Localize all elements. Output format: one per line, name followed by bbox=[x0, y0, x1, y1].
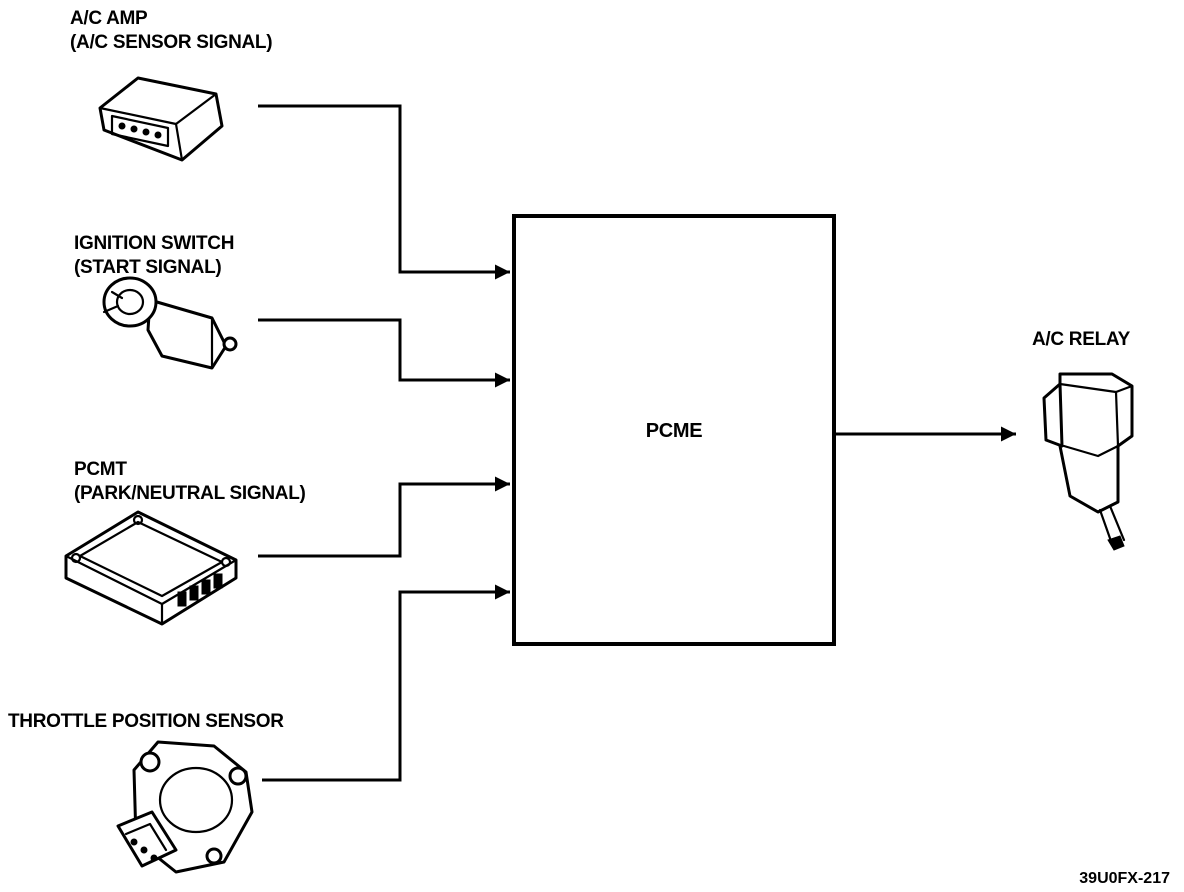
ac-amp-module-icon bbox=[98, 76, 224, 162]
pcmt-title: PCMT bbox=[74, 459, 127, 480]
figure-id: 39U0FX-217 bbox=[1079, 870, 1170, 887]
throttle-sensor-signal-wire bbox=[262, 584, 510, 782]
throttle-position-sensor-title: THROTTLE POSITION SENSOR bbox=[8, 711, 284, 732]
pcme-label: PCME bbox=[645, 420, 703, 442]
ignition-switch-signal-wire bbox=[258, 318, 510, 388]
ignition-switch-icon bbox=[102, 276, 238, 370]
pcmt-signal: (PARK/NEUTRAL SIGNAL) bbox=[74, 483, 306, 504]
ac-relay-title: A/C RELAY bbox=[1032, 329, 1130, 350]
ac-amp-signal-wire bbox=[258, 104, 510, 280]
pcmt-label: PCMT (PARK/NEUTRAL SIGNAL) bbox=[74, 458, 306, 506]
pcme-box bbox=[512, 214, 836, 646]
ignition-switch-title: IGNITION SWITCH bbox=[74, 233, 235, 254]
pcmt-module-icon bbox=[64, 510, 238, 626]
ac-relay-icon bbox=[1042, 372, 1134, 551]
ignition-switch-signal: (START SIGNAL) bbox=[74, 257, 222, 278]
throttle-position-sensor-label: THROTTLE POSITION SENSOR bbox=[8, 710, 284, 734]
ac-amp-title: A/C AMP bbox=[70, 8, 148, 29]
ac-amp-signal: (A/C SENSOR SIGNAL) bbox=[70, 32, 273, 53]
ac-amp-label: A/C AMP (A/C SENSOR SIGNAL) bbox=[70, 7, 273, 55]
pcmt-signal-wire bbox=[258, 476, 510, 558]
throttle-position-sensor-icon bbox=[116, 740, 254, 874]
ac-relay-label: A/C RELAY bbox=[1032, 328, 1130, 352]
ignition-switch-label: IGNITION SWITCH (START SIGNAL) bbox=[74, 232, 234, 280]
